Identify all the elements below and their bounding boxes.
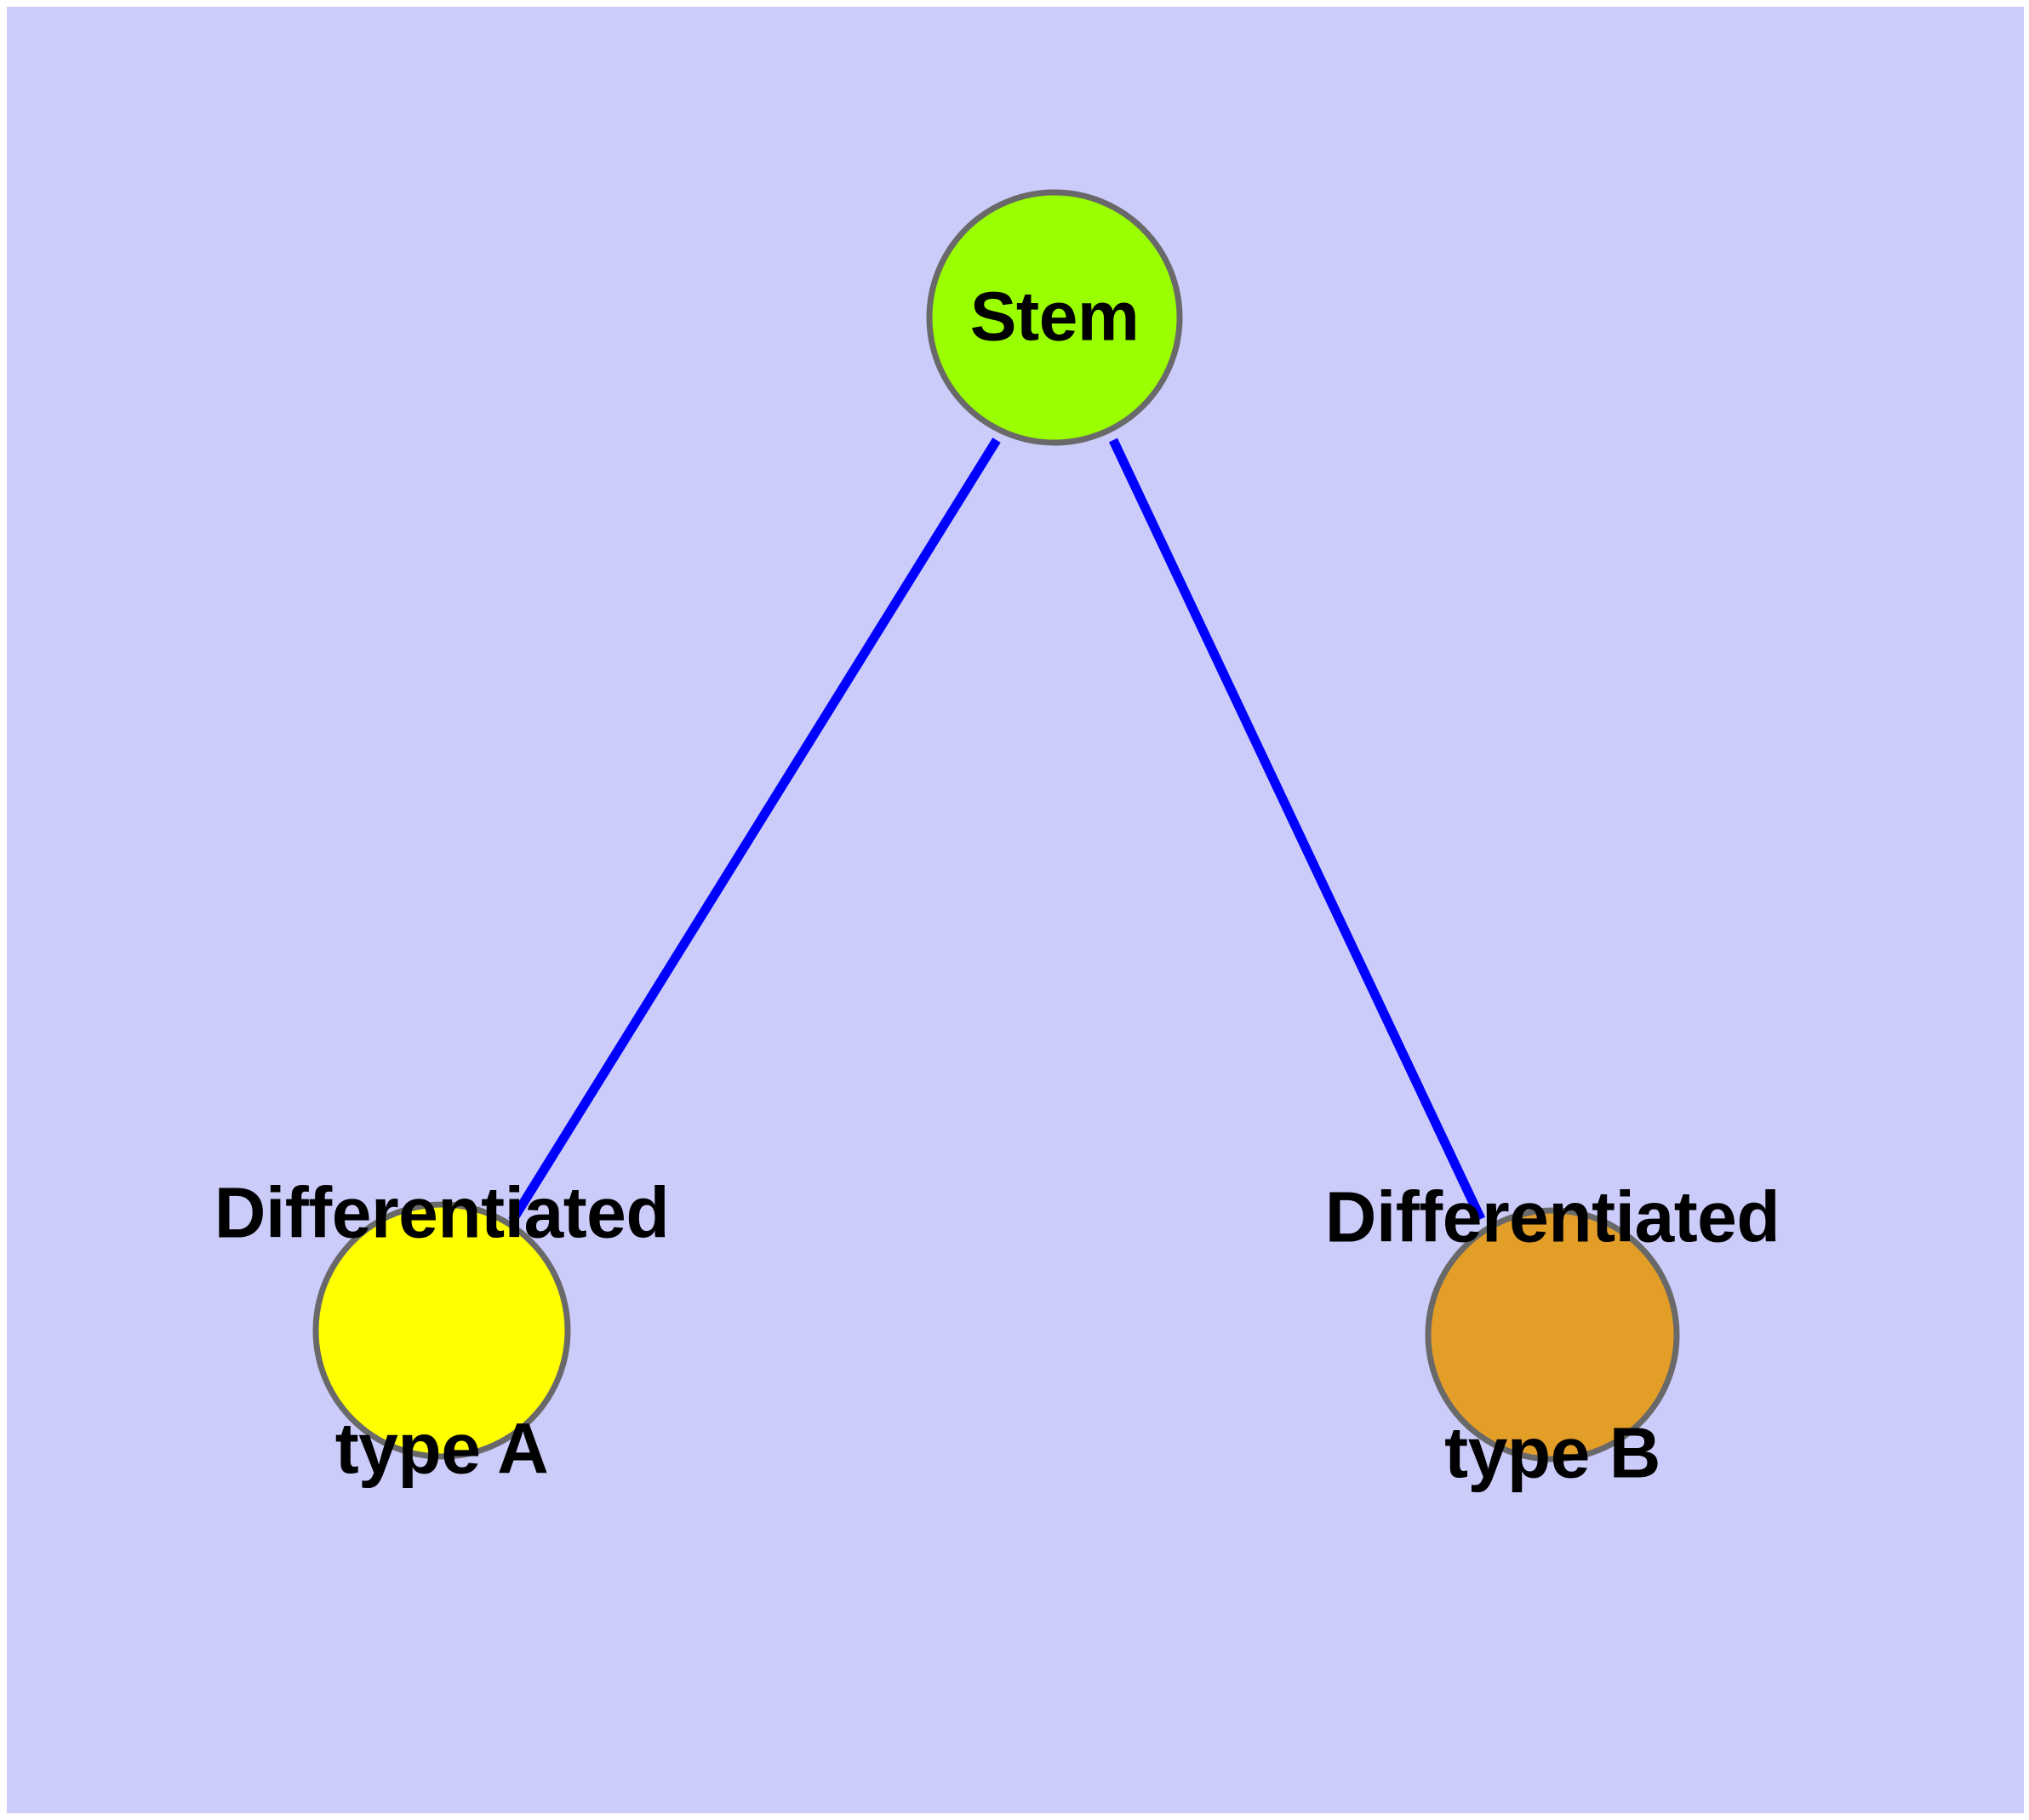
node-layer bbox=[312, 189, 1680, 1462]
node-stem[interactable] bbox=[926, 189, 1183, 446]
edge-stem-to-diffA bbox=[508, 438, 1001, 1223]
node-differentiated-type-a[interactable] bbox=[312, 1201, 571, 1460]
edge-layer bbox=[508, 438, 1485, 1223]
edge-stem-to-diffB bbox=[1109, 438, 1485, 1222]
node-differentiated-type-b[interactable] bbox=[1425, 1207, 1680, 1462]
